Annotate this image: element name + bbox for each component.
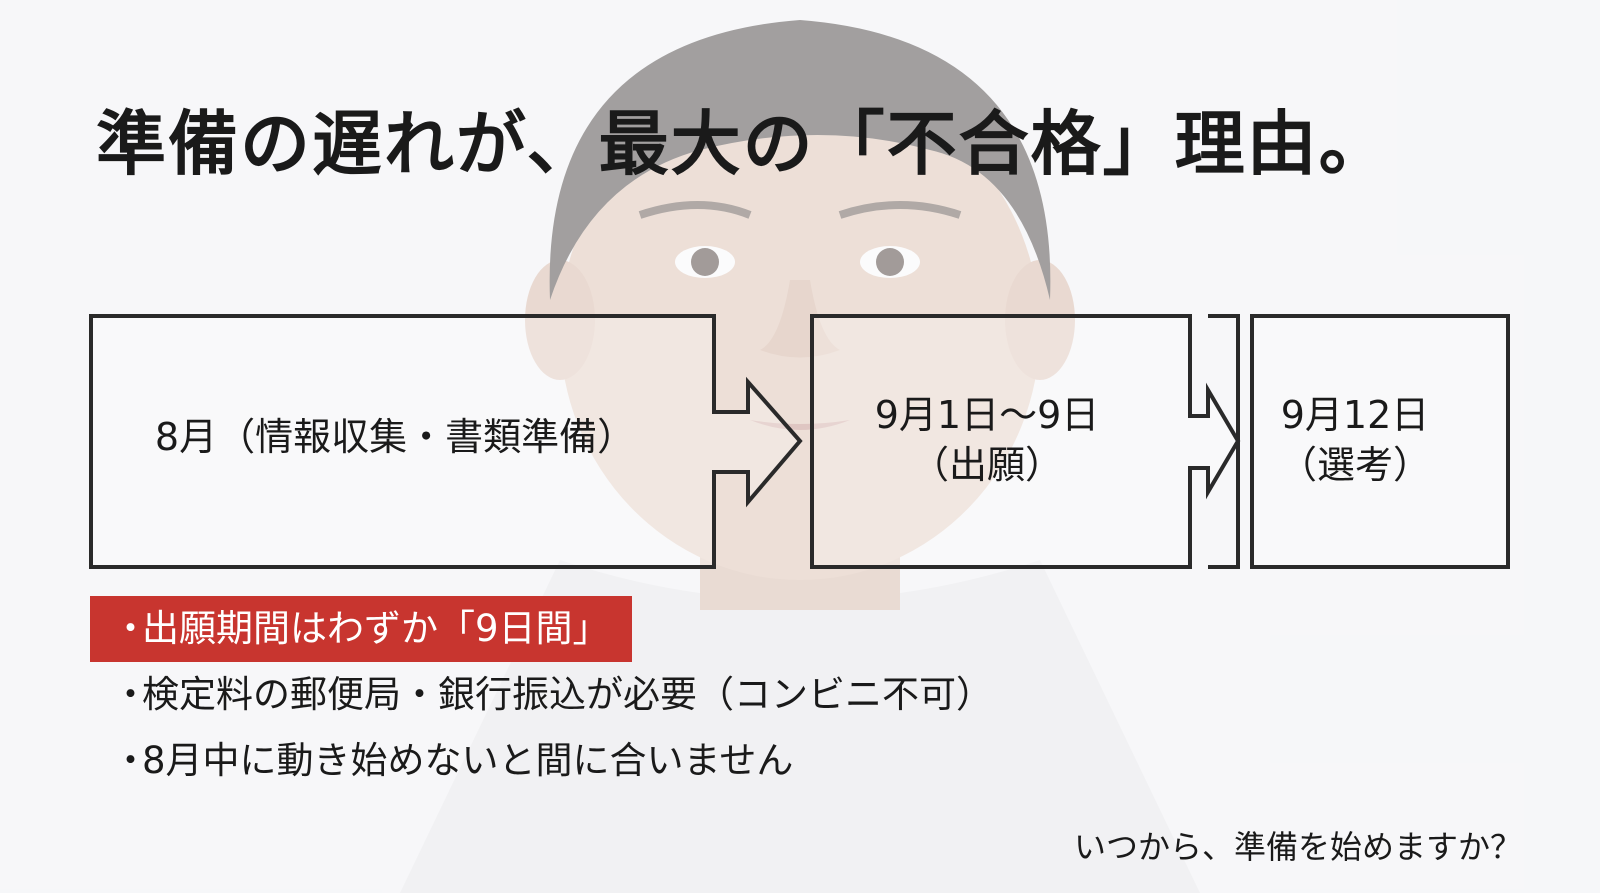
timeline-stage-1-label: 8月（情報収集・書類準備） — [100, 412, 690, 462]
timeline-stage-2-line-1: 9月1日〜9日 — [874, 393, 1100, 437]
bullet-item: ・検定料の郵便局・銀行振込が必要（コンビニ不可） — [90, 662, 1015, 728]
timeline-stage-3-shape — [1250, 314, 1510, 569]
timeline-stage-3-line-2: （選考） — [1278, 443, 1431, 487]
timeline-stage-2-label: 9月1日〜9日 （出願） — [812, 390, 1162, 490]
bullet-dot-icon: ・ — [112, 739, 149, 782]
bullet-item-3-text: 8月中に動き始めないと間に合いません — [142, 739, 794, 782]
timeline-stage-1-shape — [89, 314, 803, 569]
timeline-stage-2-shape — [810, 314, 1241, 569]
bullet-dot-icon: ・ — [112, 607, 149, 650]
bullet-item-1-text: 出願期間はわずか「9日間」 — [142, 607, 610, 650]
timeline-stage-2-line-2: （出願） — [910, 443, 1063, 487]
bullet-list: ・出願期間はわずか「9日間」 ・検定料の郵便局・銀行振込が必要（コンビニ不可） … — [90, 596, 1015, 794]
bullet-item: ・8月中に動き始めないと間に合いません — [90, 728, 1015, 794]
bullet-item-highlighted: ・出願期間はわずか「9日間」 — [90, 596, 632, 662]
bullet-dot-icon: ・ — [112, 673, 149, 716]
slide-title: 準備の遅れが、最大の「不合格」理由。 — [96, 103, 1391, 185]
timeline-stage-3-line-1: 9月12日 — [1280, 393, 1430, 437]
timeline-stage-3-label: 9月12日 （選考） — [1240, 390, 1470, 490]
bullet-item-2-text: 検定料の郵便局・銀行振込が必要（コンビニ不可） — [142, 673, 993, 716]
timeline-connector — [1208, 314, 1240, 569]
bullet-item-1-row: ・出願期間はわずか「9日間」 — [90, 596, 1015, 662]
timeline-stage-1-line-1: 8月（情報収集・書類準備） — [154, 415, 636, 459]
footer-question: いつから、準備を始めますか？ — [1073, 828, 1522, 866]
